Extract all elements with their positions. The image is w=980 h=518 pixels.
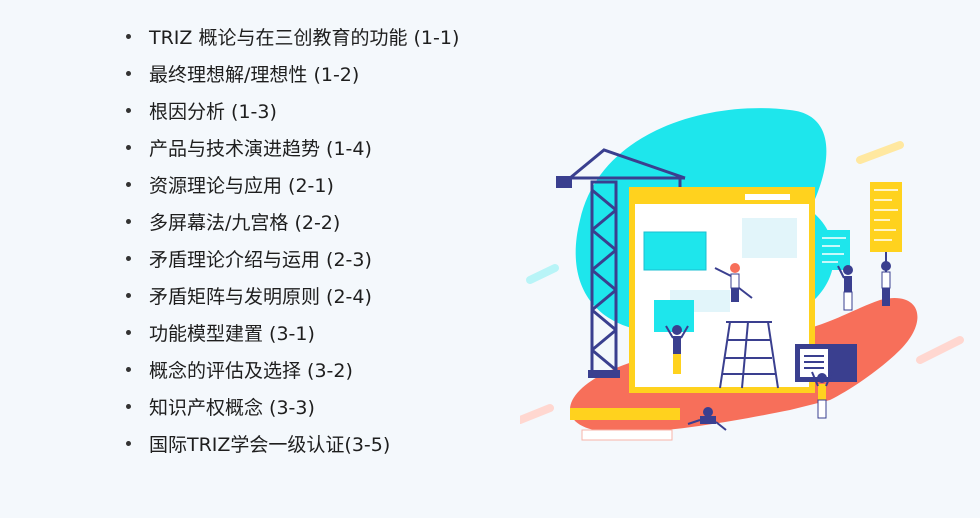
- bullet-icon: [126, 182, 131, 187]
- panel-lines: [804, 355, 824, 369]
- code-card-yellow: [870, 182, 902, 252]
- crane-weight: [556, 176, 572, 188]
- bullet-icon: [126, 330, 131, 335]
- worker-figure: [665, 325, 689, 374]
- decor-streak: [526, 264, 559, 284]
- list-item: 矛盾理论介绍与运用 (2-3): [126, 240, 459, 277]
- list-item: TRIZ 概论与在三创教育的功能 (1-1): [126, 18, 459, 55]
- course-label: 资源理论与应用 (2-1): [149, 175, 334, 197]
- course-label: 产品与技术演进趋势 (1-4): [149, 138, 372, 160]
- bullet-icon: [126, 293, 131, 298]
- course-label: 概念的评估及选择 (3-2): [149, 360, 353, 382]
- floor-slab: [570, 408, 680, 420]
- screen-titlebar-slot: [745, 194, 790, 200]
- list-item: 功能模型建置 (3-1): [126, 314, 459, 351]
- crane-base: [588, 370, 620, 378]
- code-card-teal: [818, 230, 850, 270]
- list-item: 最终理想解/理想性 (1-2): [126, 55, 459, 92]
- construction-illustration: [520, 108, 964, 441]
- course-label: 国际TRIZ学会一级认证(3-5): [149, 434, 391, 456]
- decor-streak: [916, 336, 964, 364]
- worker-figure: [811, 371, 833, 419]
- bullet-icon: [126, 145, 131, 150]
- worker-figure: [837, 265, 853, 311]
- decor-streak: [520, 404, 554, 424]
- list-item: 资源理论与应用 (2-1): [126, 166, 459, 203]
- worker-figure: [687, 407, 727, 431]
- course-label: 根因分析 (1-3): [149, 101, 277, 123]
- bullet-icon: [126, 219, 131, 224]
- code-lines: [874, 189, 898, 241]
- course-label: 多屏幕法/九宫格 (2-2): [149, 212, 341, 234]
- decor-streak: [856, 141, 904, 164]
- code-lines: [822, 237, 846, 263]
- list-item: 概念的评估及选择 (3-2): [126, 351, 459, 388]
- floor-slab: [581, 429, 673, 441]
- course-label: 功能模型建置 (3-1): [149, 323, 315, 345]
- bullet-icon: [126, 441, 131, 446]
- bullet-icon: [126, 404, 131, 409]
- ladder: [719, 321, 779, 389]
- list-item: 产品与技术演进趋势 (1-4): [126, 129, 459, 166]
- bullet-icon: [126, 367, 131, 372]
- list-item: 矛盾矩阵与发明原则 (2-4): [126, 277, 459, 314]
- worker-figure: [714, 263, 753, 302]
- course-label: 知识产权概念 (3-3): [149, 397, 315, 419]
- bullet-icon: [126, 256, 131, 261]
- list-item: 根因分析 (1-3): [126, 92, 459, 129]
- list-item: 国际TRIZ学会一级认证(3-5): [126, 425, 459, 462]
- course-label: 最终理想解/理想性 (1-2): [149, 64, 360, 86]
- bullet-icon: [126, 108, 131, 113]
- list-item: 知识产权概念 (3-3): [126, 388, 459, 425]
- course-list: TRIZ 概论与在三创教育的功能 (1-1) 最终理想解/理想性 (1-2) 根…: [126, 18, 459, 462]
- worker-figure: [881, 252, 891, 306]
- course-label: TRIZ 概论与在三创教育的功能 (1-1): [149, 27, 460, 49]
- course-label: 矛盾矩阵与发明原则 (2-4): [149, 286, 372, 308]
- hanging-block: [643, 231, 707, 271]
- course-label: 矛盾理论介绍与运用 (2-3): [149, 249, 372, 271]
- bullet-icon: [126, 34, 131, 39]
- list-item: 多屏幕法/九宫格 (2-2): [126, 203, 459, 240]
- screen-content-box: [742, 218, 797, 258]
- bullet-icon: [126, 71, 131, 76]
- screen-titlebar: [632, 190, 812, 204]
